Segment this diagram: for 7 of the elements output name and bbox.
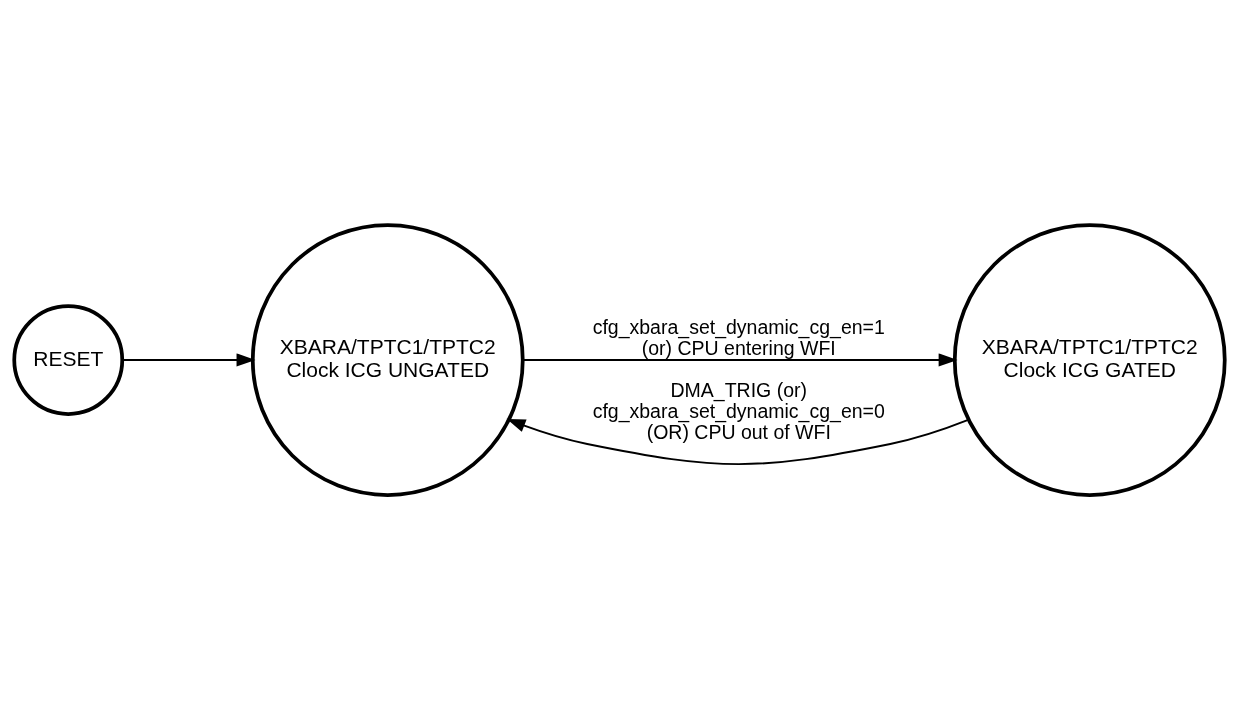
- node-circle: XBARA/TPTC1/TPTC2 Clock ICG GATED: [952, 222, 1227, 497]
- arrow: [506, 418, 970, 465]
- arrow: [521, 352, 958, 367]
- node-circle: RESET: [12, 303, 125, 416]
- edge-label: cfg_xbara_set_dynamic_cg_en=1 (or) CPU entering WFI: [592, 315, 885, 359]
- arrow: [121, 352, 256, 367]
- edge-label: DMA_TRIG (or) cfg_xbara_set_dynamic_cg_en=0 (OR) CPU out of WFI: [592, 378, 885, 443]
